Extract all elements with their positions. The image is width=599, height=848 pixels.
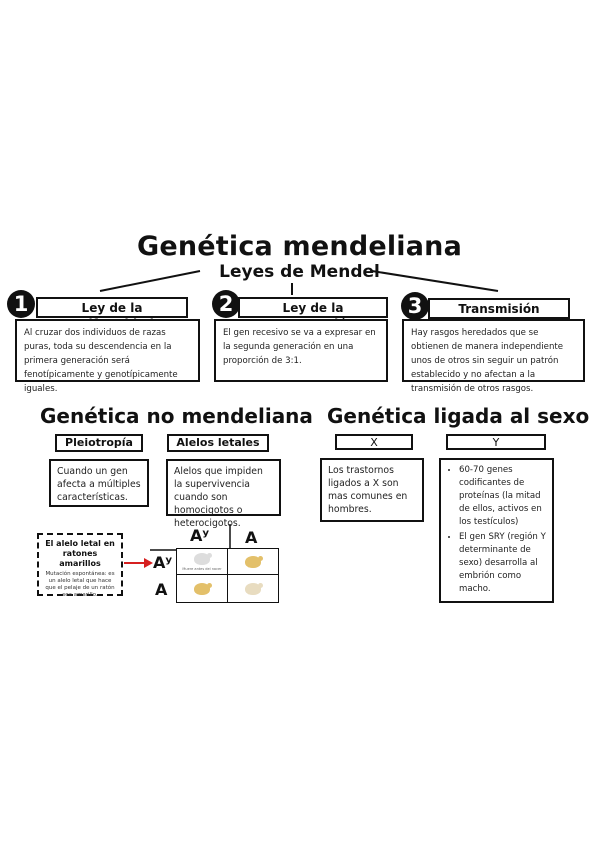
punnett-square: Muere antes del nacer [176, 548, 279, 603]
punnett-row-header-2: A [155, 580, 168, 599]
x-text: Los trastornos ligados a X son mas comun… [320, 458, 424, 522]
punnett-axes [150, 524, 231, 551]
punnett-cell-3 [177, 575, 228, 602]
connector-lines [99, 270, 499, 295]
punnett-cell-1-caption: Muere antes del nacer [182, 566, 222, 571]
pleiotropy-text: Cuando un gen afecta a múltiples caracte… [49, 459, 149, 507]
page-title: Genética mendeliana [136, 231, 463, 262]
y-text: 60-70 genes codificantes de proteínas (l… [439, 458, 554, 603]
law-2-header: Ley de la Segregación [238, 297, 388, 331]
note-title: El alelo letal en ratones amarillos [45, 539, 115, 568]
connector-line-right [371, 270, 499, 292]
law-3-number: 3 [401, 292, 429, 320]
pleiotropy-label: Pleiotropía [55, 434, 143, 452]
law-2-text: El gen recesivo se va a expresar en la s… [214, 319, 388, 382]
grey-mouse-icon [245, 582, 263, 595]
y-list-item: 60-70 genes codificantes de proteínas (l… [459, 464, 546, 529]
law-2-number: 2 [212, 290, 240, 318]
punnett-row-header-1: Aʸ [153, 553, 173, 572]
sex-linked-title: Genética ligada al sexo [327, 404, 590, 428]
punnett-col-header-1: Aʸ [190, 526, 210, 545]
y-label: Y [446, 434, 546, 450]
law-1-header: Ley de la Uniformidad [36, 297, 188, 331]
lethal-alleles-text: Alelos que impiden la supervivencia cuan… [166, 459, 281, 529]
punnett-cell-4 [228, 575, 278, 602]
non-mendelian-title: Genética no mendeliana [40, 404, 313, 428]
punnett-cell-1: Muere antes del nacer [177, 549, 228, 575]
law-3-header: Transmisión Indepen. [428, 298, 570, 332]
lethal-allele-note: El alelo letal en ratones amarillos Muta… [37, 533, 123, 598]
red-arrow-icon [124, 558, 153, 568]
law-1-number: 1 [7, 290, 35, 318]
law-3-text: Hay rasgos heredados que se obtienen de … [402, 319, 585, 394]
punnett-col-header-2: A [245, 528, 258, 547]
y-list-item: El gen SRY (región Y determinante de sex… [459, 531, 546, 596]
yellow-mouse-icon [245, 555, 263, 568]
y-list: 60-70 genes codificantes de proteínas (l… [447, 464, 546, 596]
law-1-text: Al cruzar dos individuos de razas puras,… [15, 319, 200, 394]
yellow-mouse-icon [194, 582, 212, 595]
skull-mouse-icon [194, 552, 212, 565]
connector-line-left [99, 270, 201, 292]
lethal-alleles-label: Alelos letales [167, 434, 269, 452]
x-label: X [335, 434, 413, 450]
page-subtitle: Leyes de Mendel [219, 262, 380, 282]
note-text: Mutación espontánea: es un alelo letal q… [45, 571, 115, 598]
punnett-cell-2 [228, 549, 278, 575]
